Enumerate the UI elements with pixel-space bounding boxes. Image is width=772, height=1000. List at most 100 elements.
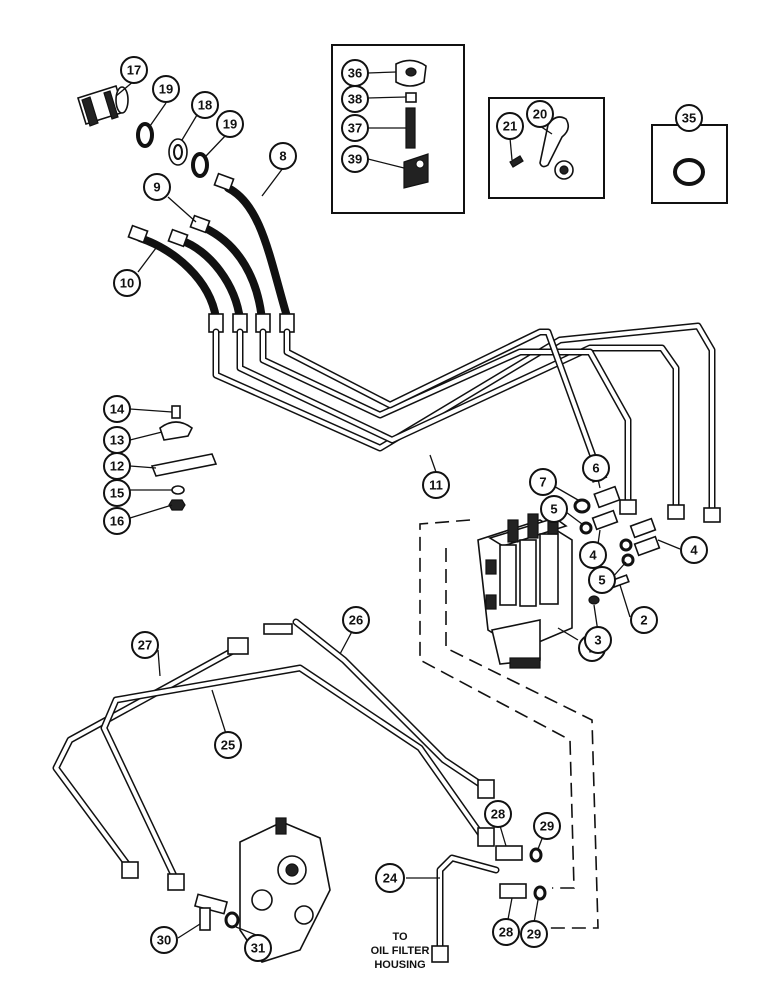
linkage-arm-part-20 [539, 116, 570, 168]
seal-ring-part-35 [673, 158, 705, 186]
tube-24 [431, 854, 500, 963]
callout-5-b: 5 [588, 566, 616, 594]
callout-20: 20 [526, 100, 554, 128]
note-line-2: OIL FILTER [371, 945, 430, 957]
svg-text:6: 6 [592, 461, 599, 476]
oring-part-29b [533, 885, 547, 901]
callout-10: 10 [113, 269, 141, 297]
leader-lines [115, 71, 681, 939]
svg-text:4: 4 [690, 543, 698, 558]
ring-part-19a [136, 122, 154, 148]
callout-16: 16 [103, 507, 131, 535]
callout-14: 14 [103, 395, 131, 423]
inset-box-lever-parts [331, 44, 465, 214]
knob-hole [405, 67, 417, 77]
svg-text:11: 11 [429, 478, 443, 493]
callout-9: 9 [143, 173, 171, 201]
svg-text:21: 21 [503, 119, 517, 134]
svg-text:37: 37 [348, 121, 362, 136]
hose-9b [176, 236, 244, 324]
callout-7: 7 [529, 468, 557, 496]
note-line-3: HOUSING [374, 959, 425, 971]
oring-part-7 [573, 498, 591, 514]
svg-text:3: 3 [594, 633, 601, 648]
adapter-part-4b-bottom [633, 535, 661, 557]
svg-text:28: 28 [491, 807, 505, 822]
callout-19-b: 19 [216, 110, 244, 138]
valve-fittings [573, 485, 661, 605]
svg-text:35: 35 [682, 111, 696, 126]
svg-text:14: 14 [110, 402, 125, 417]
svg-text:29: 29 [540, 819, 554, 834]
hose-10 [136, 234, 220, 322]
oring-part-5a [579, 521, 593, 535]
fitting-part-28b [499, 883, 527, 899]
clamp-hardware [150, 405, 218, 511]
callout-29-b: 29 [520, 920, 548, 948]
oring-part-5b-top [619, 538, 633, 552]
clamp-part-13 [159, 421, 194, 441]
svg-text:27: 27 [138, 638, 152, 653]
washer-part-3 [588, 595, 600, 605]
svg-text:24: 24 [383, 871, 398, 886]
svg-text:28: 28 [499, 925, 513, 940]
callout-19-a: 19 [152, 75, 180, 103]
svg-text:16: 16 [110, 514, 124, 529]
inset-box-linkage-parts [488, 97, 605, 199]
callout-28-a: 28 [484, 800, 512, 828]
svg-text:13: 13 [110, 433, 124, 448]
svg-text:4: 4 [589, 548, 597, 563]
callout-25: 25 [214, 731, 242, 759]
tube-fitting-26 [263, 623, 293, 635]
elbow-part-6 [593, 485, 621, 509]
tee-fitting-part-30 [193, 893, 229, 931]
callout-35: 35 [675, 104, 703, 132]
callout-37: 37 [341, 114, 369, 142]
svg-text:36: 36 [348, 66, 362, 81]
callout-13: 13 [103, 426, 131, 454]
svg-text:18: 18 [198, 98, 212, 113]
callout-29-a: 29 [533, 812, 561, 840]
ring-part-18 [168, 138, 188, 166]
callout-11: 11 [422, 471, 450, 499]
callout-27: 27 [131, 631, 159, 659]
adapter-part-4a [591, 509, 619, 531]
ring-part-19b [191, 152, 209, 178]
callout-8: 8 [269, 142, 297, 170]
svg-text:19: 19 [223, 117, 237, 132]
callout-12: 12 [103, 452, 131, 480]
callout-28-b: 28 [492, 918, 520, 946]
callout-36: 36 [341, 59, 369, 87]
nut-part-38 [405, 92, 417, 103]
svg-text:31: 31 [251, 941, 265, 956]
svg-text:15: 15 [110, 486, 124, 501]
bolt-part-14 [171, 405, 181, 419]
callout-39: 39 [341, 145, 369, 173]
pin-part-21 [509, 155, 524, 168]
callout-2: 2 [630, 606, 658, 634]
lower-tubes [52, 618, 495, 891]
svg-text:8: 8 [279, 149, 286, 164]
svg-text:25: 25 [221, 738, 235, 753]
svg-text:9: 9 [153, 180, 160, 195]
coupler-part-17 [77, 84, 129, 127]
tube-nut-27 [227, 637, 249, 655]
svg-text:26: 26 [349, 613, 363, 628]
callout-30: 30 [150, 926, 178, 954]
callout-18: 18 [191, 91, 219, 119]
rod-part-37 [405, 107, 416, 149]
svg-text:17: 17 [127, 63, 141, 78]
washer-part-15 [171, 485, 185, 495]
svg-text:12: 12 [110, 459, 124, 474]
svg-text:29: 29 [527, 927, 541, 942]
fitting-part-28a [495, 845, 523, 861]
svg-text:5: 5 [598, 573, 605, 588]
callout-3: 3 [584, 626, 612, 654]
lever-part-39 [403, 153, 429, 189]
svg-text:2: 2 [640, 613, 647, 628]
oring-part-31 [224, 911, 240, 929]
callout-31: 31 [244, 934, 272, 962]
callout-21: 21 [496, 112, 524, 140]
note-line-1: TO [392, 931, 408, 943]
svg-text:39: 39 [348, 152, 362, 167]
